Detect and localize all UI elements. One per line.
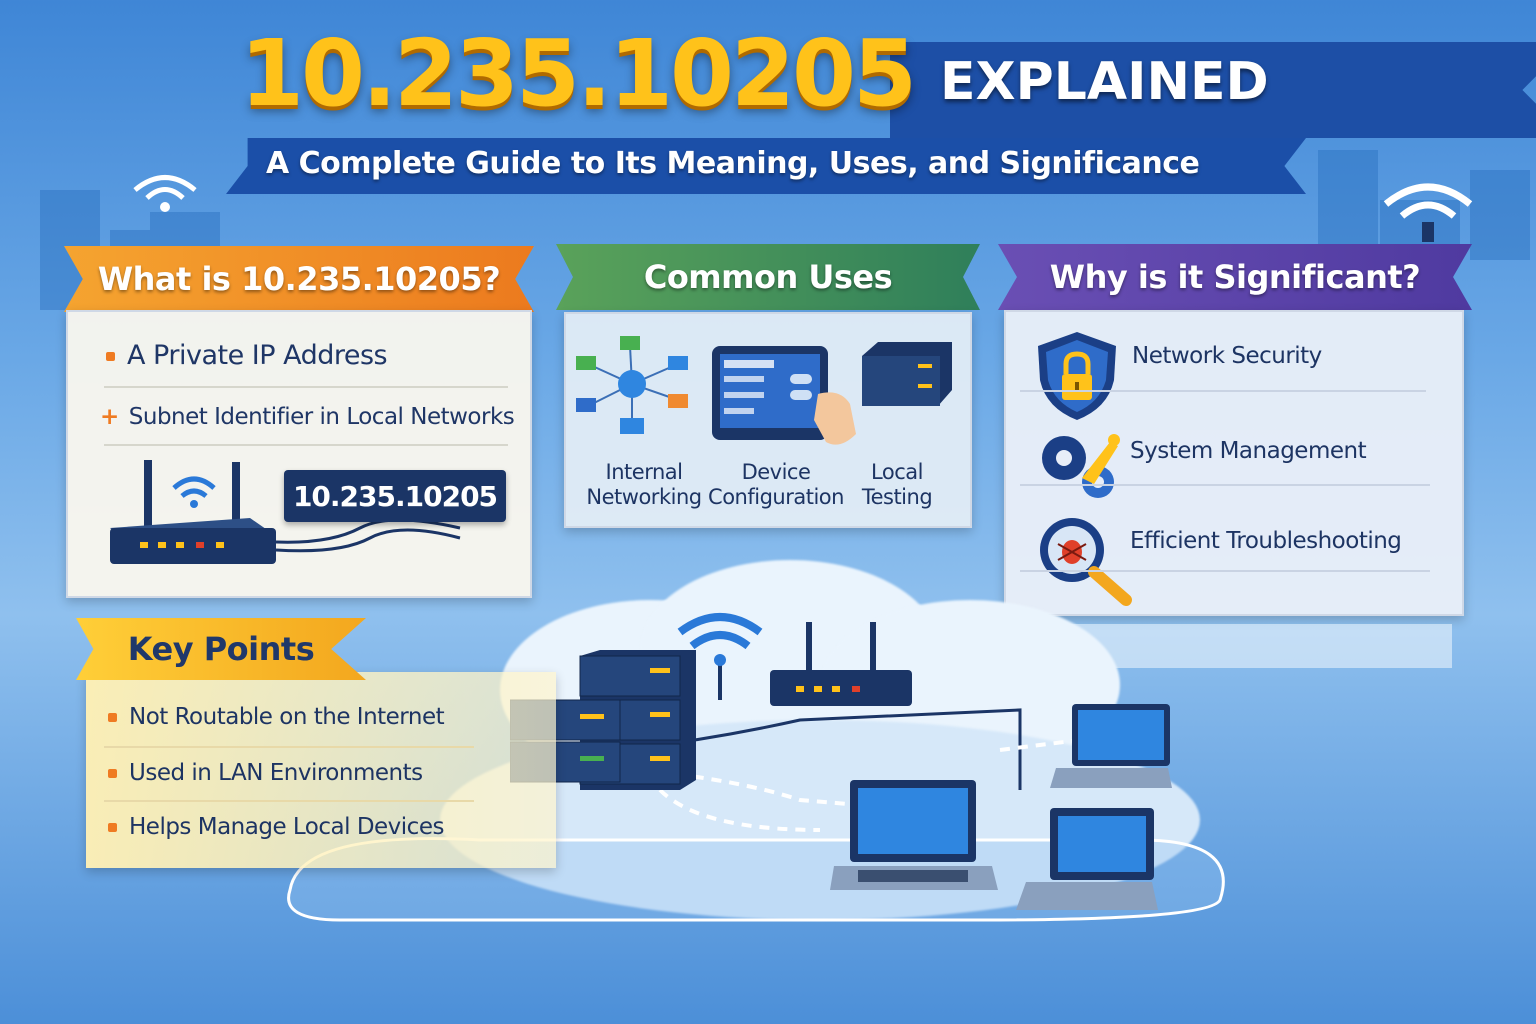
tablet-config-icon [712,346,856,445]
list-item: Not Routable on the Internet [108,704,445,730]
router-icon [110,460,461,564]
network-topology-icon [576,336,688,434]
divider [104,444,508,446]
divider [104,746,474,748]
divider [104,386,508,388]
list-item: Used in LAN Environments [108,760,423,786]
section-header-what-is: What is 10.235.10205? [64,246,534,312]
bullet-icon [108,713,117,722]
page-subtitle: A Complete Guide to Its Meaning, Uses, a… [266,146,1200,181]
bullet-icon [108,823,117,832]
magnifier-bug-icon [1040,518,1132,606]
divider [1020,484,1430,486]
significance-system-management: System Management [1130,438,1367,464]
list-item: A Private IP Address [106,340,388,371]
section-header-common-uses: Common Uses [556,244,980,310]
panel-key-points [86,672,556,868]
list-item: Helps Manage Local Devices [108,814,444,840]
title-ip-address: 10.235.10205 [240,20,917,127]
plus-icon: + [100,404,119,430]
significance-efficient-troubleshooting: Efficient Troubleshooting [1130,528,1402,554]
laptop-icon [830,780,998,890]
shield-lock-icon [1038,332,1116,420]
bullet-icon [106,352,115,361]
server-icon [862,342,952,406]
gears-wrench-icon [1042,434,1120,498]
bullet-icon [108,769,117,778]
subtitle-ribbon [226,138,1306,194]
wifi-icon [1383,183,1473,242]
skyline-building [1318,150,1378,250]
wifi-icon [133,175,197,212]
ip-address-tag: 10.235.10205 [284,470,506,522]
section-header-significance: Why is it Significant? [998,244,1472,310]
divider [1020,570,1430,572]
section-header-key-points: Key Points [76,618,366,680]
significance-network-security: Network Security [1132,343,1322,369]
router-icon [770,622,912,706]
title-explained: EXPLAINED [940,52,1269,112]
page-title: 10.235.10205 EXPLAINED [240,20,1536,138]
laptop-icon [1016,808,1158,910]
skyline-building [1470,170,1530,260]
divider [104,800,474,802]
laptop-icon [1050,704,1172,788]
divider [1020,390,1426,392]
list-item: +Subnet Identifier in Local Networks [100,404,515,430]
title-ribbon [890,42,1536,138]
